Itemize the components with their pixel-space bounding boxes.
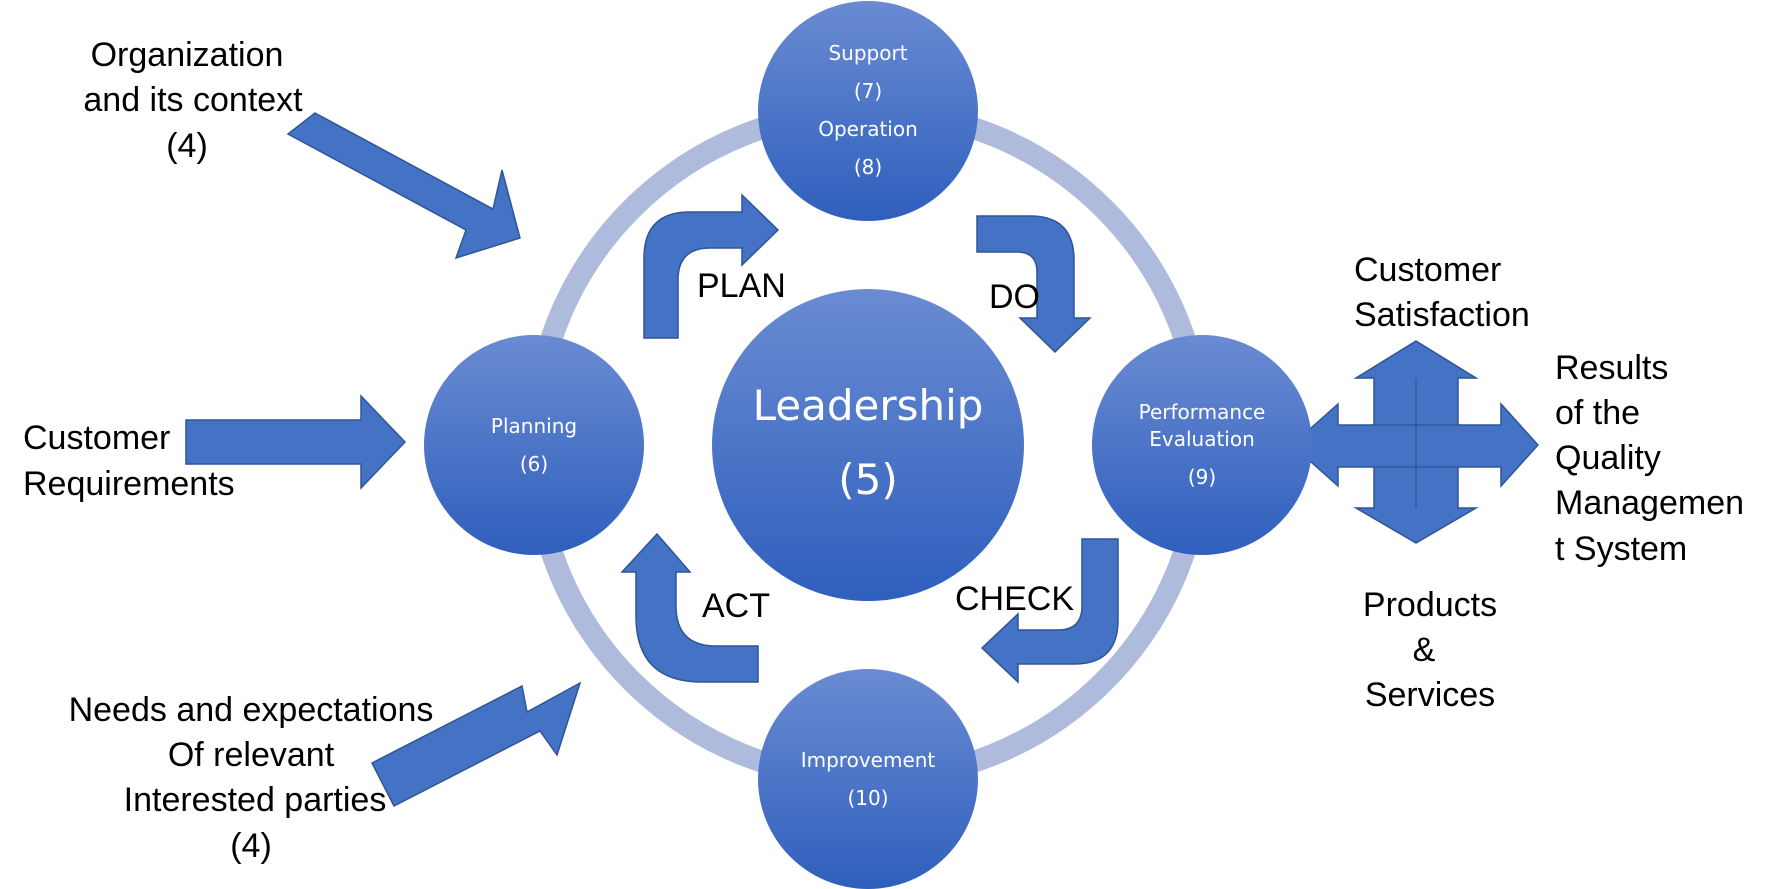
plan-arrow — [643, 193, 780, 339]
results-label-line1: Results — [1555, 349, 1668, 387]
results-label-line3: Quality — [1555, 439, 1661, 477]
parties-label-line4: (4) — [230, 827, 272, 865]
plan-label: PLAN — [697, 267, 786, 305]
customer-label-line1: Customer — [23, 419, 170, 457]
planning-circle — [424, 335, 644, 555]
context-label-line2: and its context — [83, 81, 303, 119]
parties-input-arrow — [370, 681, 582, 808]
check-label: CHECK — [955, 580, 1074, 618]
leadership-title: Leadership — [753, 381, 984, 430]
context-label-line1: Organization — [91, 36, 284, 74]
support-operation-circle — [758, 1, 978, 221]
performance-evaluation-circle — [1092, 335, 1312, 555]
improvement-number: (10) — [847, 786, 888, 810]
support-number: (7) — [854, 79, 882, 103]
results-label-line2: of the — [1555, 394, 1640, 432]
act-label: ACT — [702, 587, 770, 625]
products-label-line2: & — [1413, 631, 1436, 669]
output-four-way-arrow — [1290, 340, 1540, 544]
act-arrow — [620, 532, 759, 683]
context-input-arrow-shape — [286, 112, 521, 260]
performance-label: Performance — [1139, 400, 1266, 424]
improvement-label: Improvement — [801, 748, 936, 772]
performance-number: (9) — [1188, 465, 1216, 489]
output-arrow-outline — [1374, 378, 1458, 508]
do-arrow — [976, 215, 1092, 354]
evaluation-label: Evaluation — [1149, 427, 1255, 451]
satisfaction-label-line2: Satisfaction — [1354, 296, 1530, 334]
planning-number: (6) — [520, 452, 548, 476]
parties-label-line2: Of relevant — [168, 736, 335, 774]
check-arrow — [980, 538, 1119, 684]
operation-label: Operation — [818, 117, 918, 141]
customer-input-arrow — [185, 394, 407, 490]
improvement-circle — [758, 669, 978, 889]
products-label-line3: Services — [1365, 676, 1495, 714]
results-label-line5: t System — [1555, 530, 1687, 568]
customer-label-line2: Requirements — [23, 465, 235, 503]
leadership-number: (5) — [838, 455, 898, 504]
products-label-line1: Products — [1363, 586, 1497, 624]
parties-label-line3: Interested parties — [124, 781, 387, 819]
satisfaction-label-line1: Customer — [1354, 251, 1501, 289]
results-label-line4: Managemen — [1555, 484, 1744, 522]
parties-label-line1: Needs and expectations — [69, 691, 434, 729]
leadership-circle — [712, 289, 1024, 601]
operation-number: (8) — [854, 155, 882, 179]
support-label: Support — [828, 41, 907, 65]
do-label: DO — [989, 278, 1040, 316]
context-label-line3: (4) — [166, 127, 208, 165]
planning-label: Planning — [491, 414, 577, 438]
